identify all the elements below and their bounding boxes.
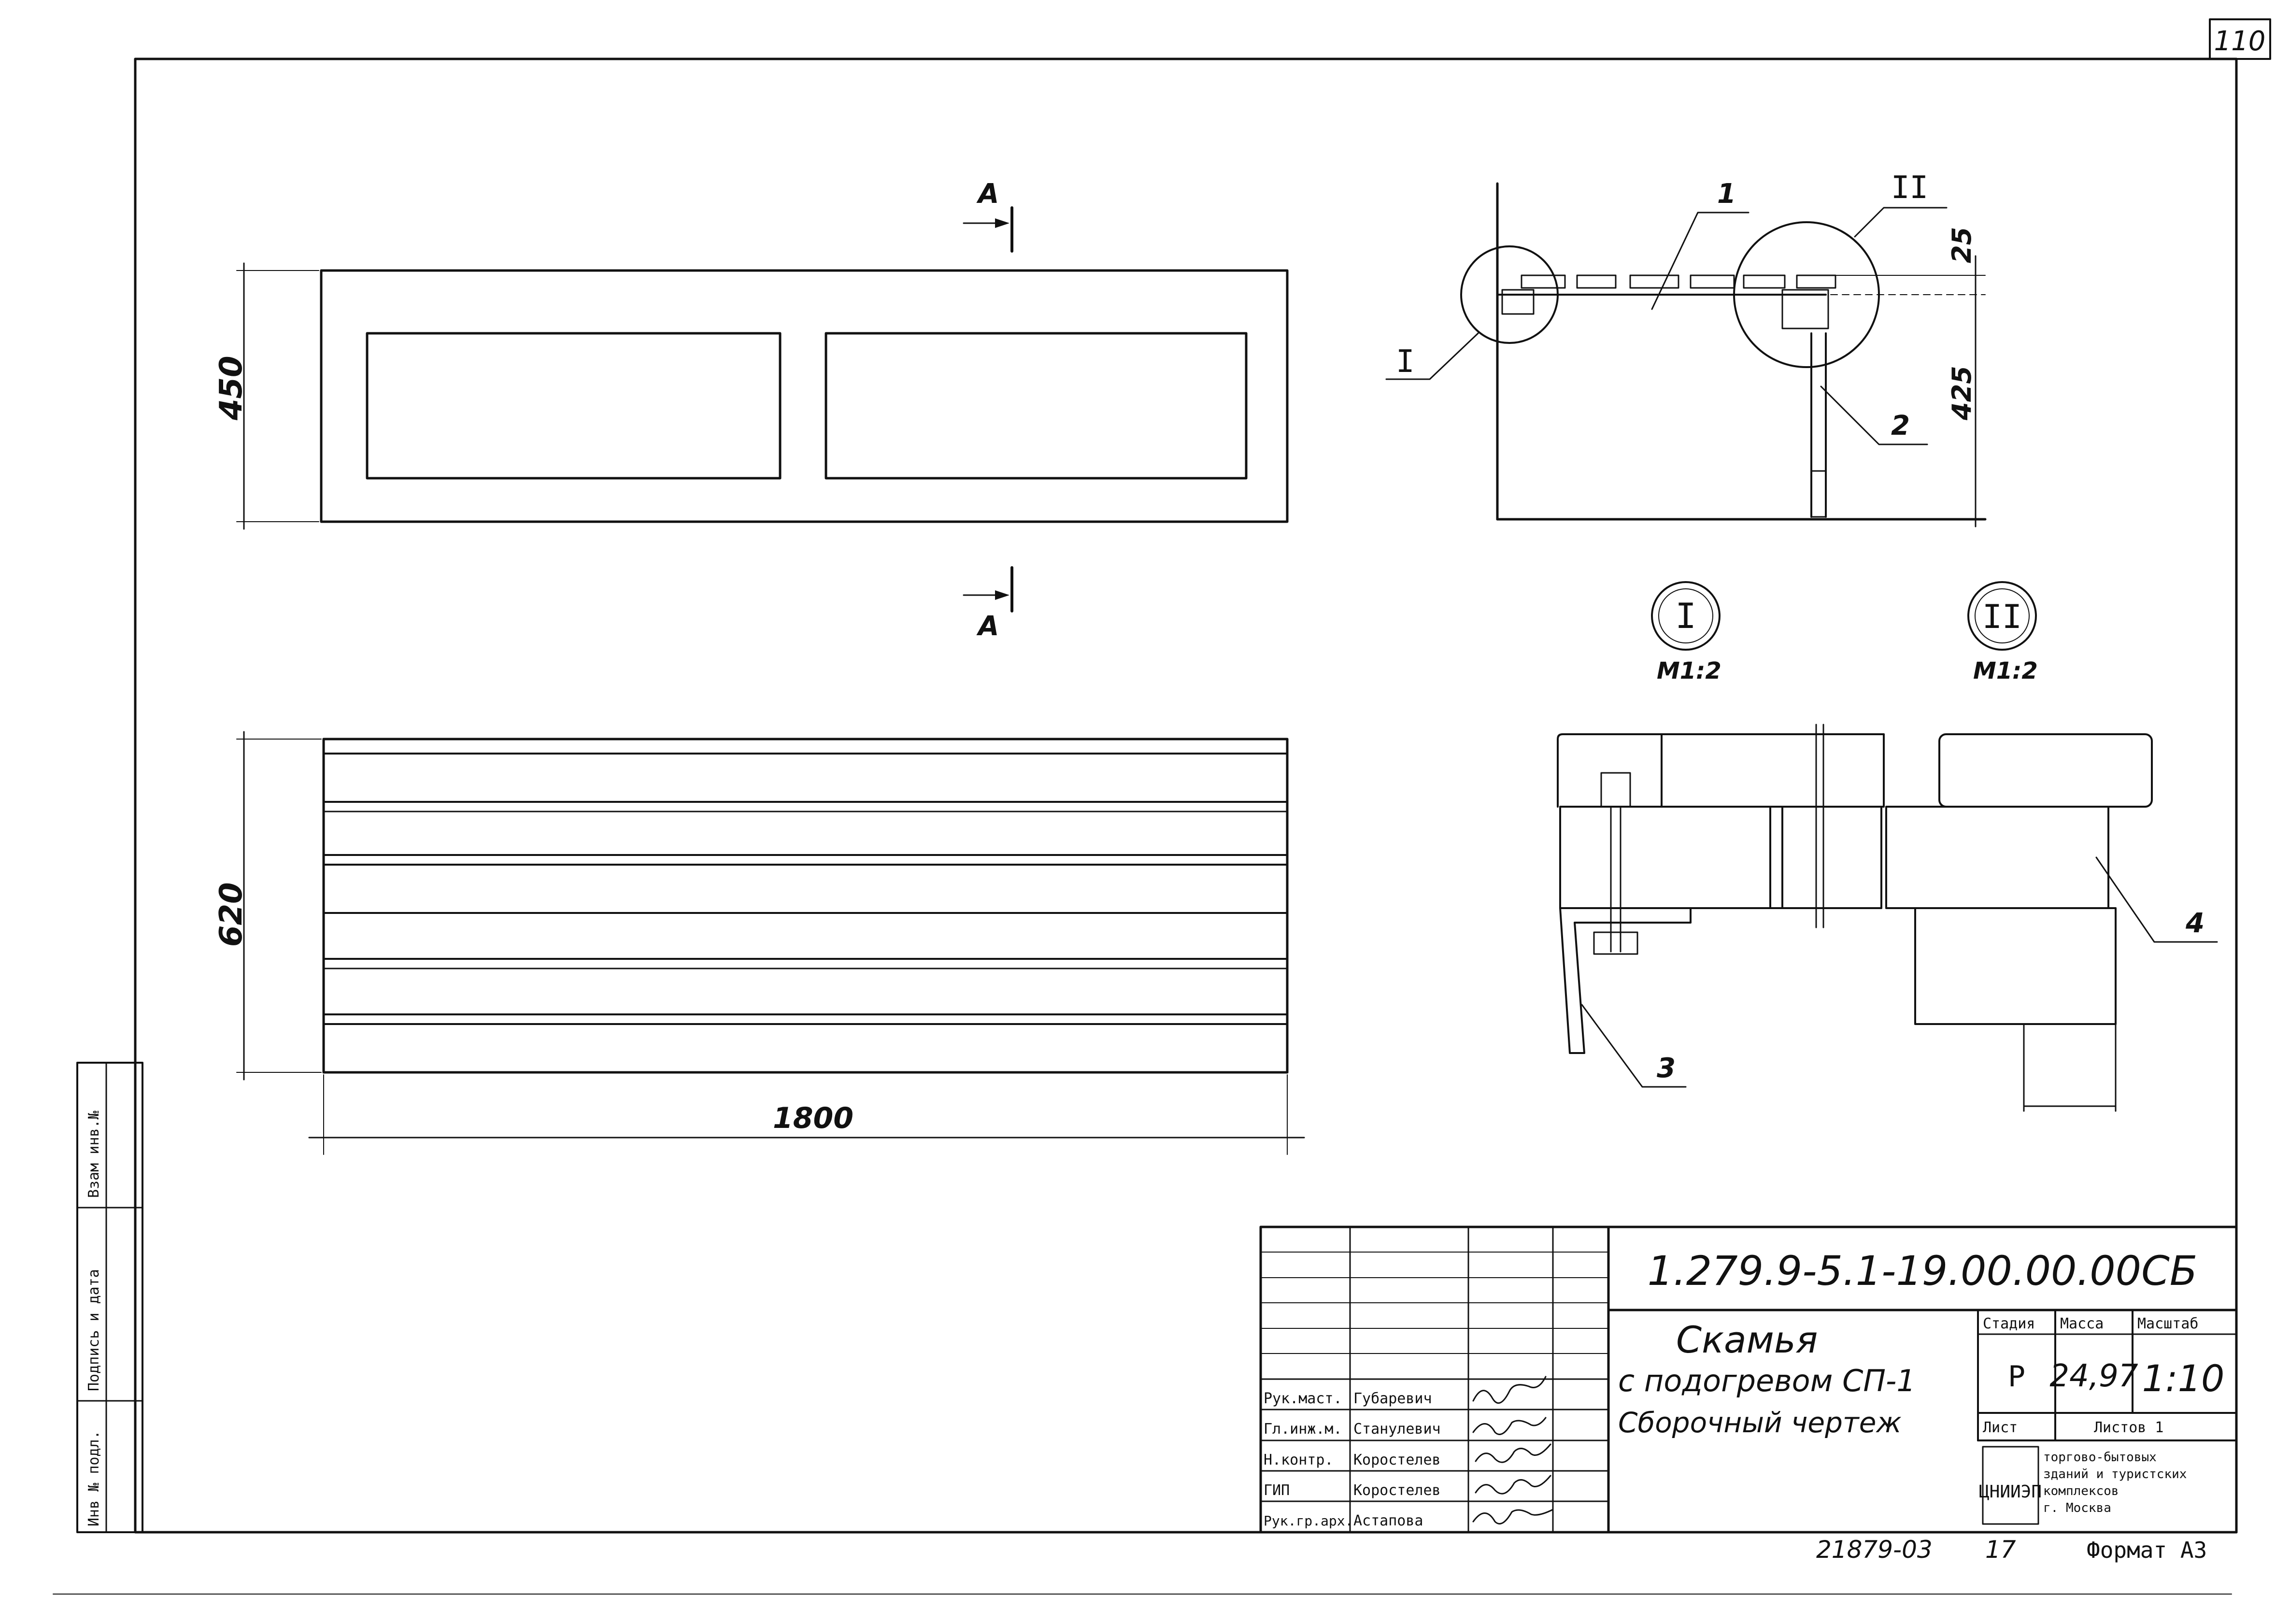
section-dim-top: 25 [1947,227,1977,263]
role-2: Н.контр. [1264,1452,1334,1468]
section-mark-bottom: А [976,611,999,642]
callout-2: 2 [1891,410,1910,442]
org-line-1: торгово-бытовых [2043,1450,2157,1465]
strip-label-replace: Взам инв.№ [85,1111,102,1198]
name-1: Станулевич [1353,1421,1441,1438]
title-block: Рук.маст. Губаревич Гл.инж.м. Станулевич… [1259,1225,2238,1534]
name-2: Коростелев [1353,1452,1441,1468]
bench-dim-height: 620 [213,882,249,947]
strip-label-signature: Подпись и дата [85,1269,102,1391]
bottom-code: 21879-03 [1816,1536,1933,1564]
name-3: Коростелев [1353,1482,1441,1499]
detail-2-scale: М1:2 [1973,657,2038,684]
title-line-2: с подогревом СП-1 [1618,1363,1916,1398]
header-stage: Стадия [1983,1315,2035,1332]
bottom-page: 17 [1985,1536,2016,1564]
signatures [1472,1376,1554,1524]
header-mass: Масса [2060,1315,2104,1332]
plan-dim-height: 450 [213,356,249,421]
title-line-3: Сборочный чертеж [1618,1406,1902,1439]
org-line-2: зданий и туристских [2043,1467,2187,1482]
sheet-number: 110 [2214,26,2266,57]
value-scale: 1:10 [2142,1357,2225,1400]
format-label: Формат А3 [2087,1537,2207,1563]
doc-code: 1.279.9-5.1-19.00.00.00СБ [1648,1247,2198,1295]
org-logo: ЦНИИЭП [1979,1482,2042,1502]
header-sheets: Листов 1 [2094,1419,2164,1436]
role-3: ГИП [1264,1482,1290,1499]
callout-3: 3 [1657,1053,1676,1084]
role-0: Рук.маст. [1264,1390,1342,1407]
strip-label-inv: Инв № подл. [85,1430,102,1526]
plan-view: 450 А А [213,178,1289,642]
org-line-3: комплексов [2043,1484,2119,1498]
callout-detail-2: II [1891,170,1928,206]
header-scale: Масштаб [2137,1315,2198,1332]
detail-2-mark: II [1982,598,2022,636]
name-4: Астапова [1353,1512,1423,1529]
callout-detail-1: I [1396,344,1415,380]
header-sheet: Лист [1983,1419,2018,1436]
title-line-1: Скамья [1676,1318,1818,1361]
section-mark-top: А [976,178,999,210]
role-4: Рук.гр.арх. [1264,1513,1353,1529]
section-dim-side: 425 [1947,366,1977,421]
callout-4: 4 [2185,908,2205,939]
org-line-4: г. Москва [2043,1501,2111,1515]
bench-view: 620 1800 [213,731,1305,1155]
value-mass: 24,97 [2049,1358,2138,1394]
section-view: 1 2 I II 25 425 [1385,170,1987,527]
bench-dim-length: 1800 [773,1101,853,1135]
value-stage: Р [2008,1360,2025,1394]
detail-1-scale: М1:2 [1657,657,1721,684]
callout-1: 1 [1717,178,1736,210]
name-0: Губаревич [1353,1390,1432,1407]
role-1: Гл.инж.м. [1264,1421,1342,1438]
left-strip: Инв № подл. Подпись и дата Взам инв.№ [76,1062,143,1533]
detail-1-mark: I [1675,596,1696,636]
detail-views: I М1:2 II М1:2 3 4 [1557,581,2218,1112]
bottom-strip: 21879-03 17 Формат А3 [1816,1536,2207,1564]
